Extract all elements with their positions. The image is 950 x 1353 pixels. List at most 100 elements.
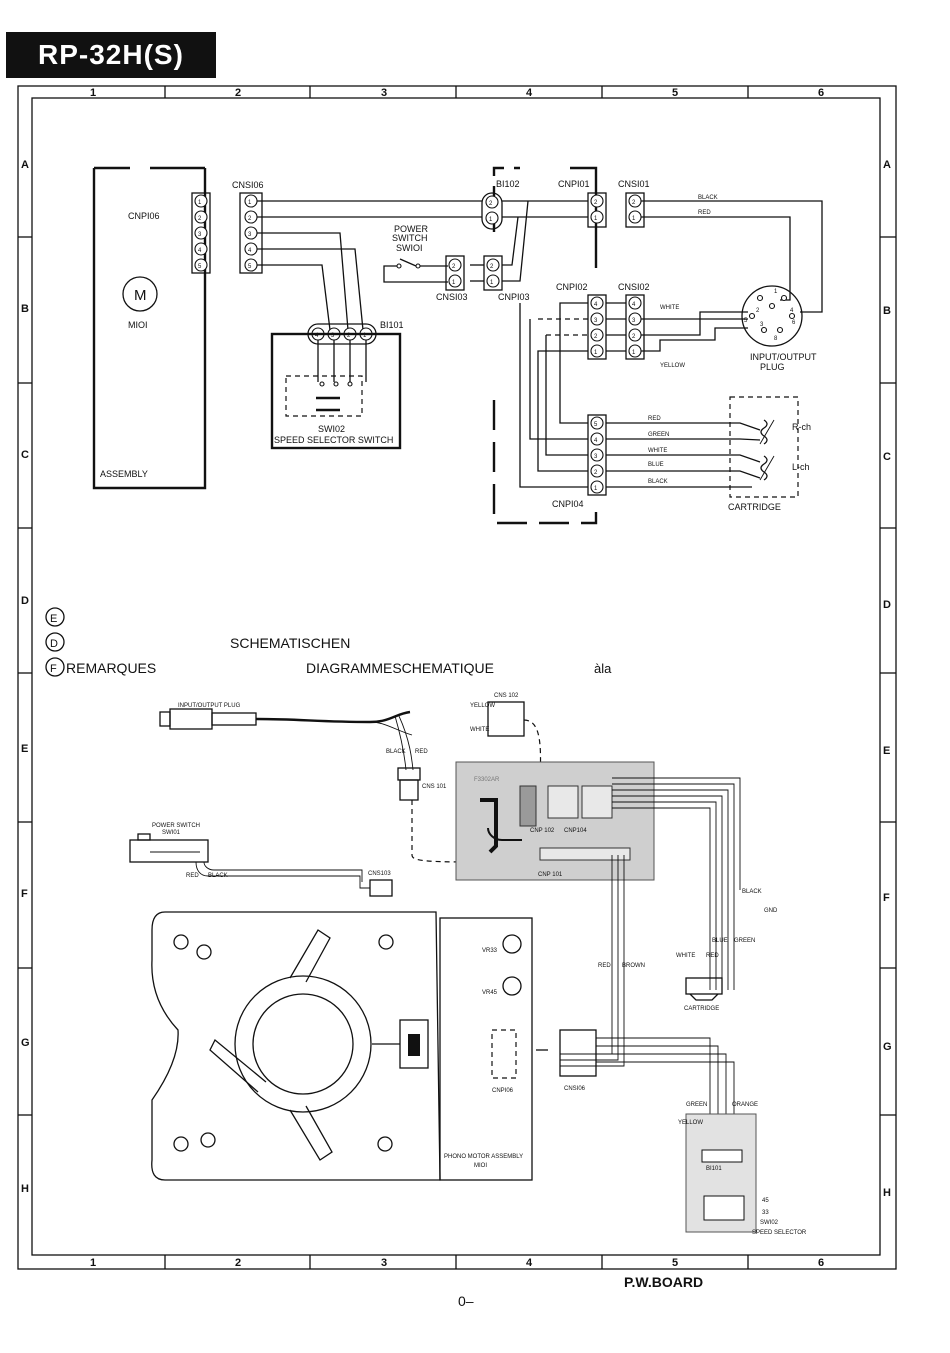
wire-white-label: WHITE (660, 305, 679, 311)
motor-letter: M (134, 287, 147, 304)
grid-col-5-top: 5 (672, 87, 678, 99)
wiring-cnp102-label: CNP 102 (530, 828, 555, 834)
plug-pins (748, 294, 796, 334)
wiring-cns101-connector-top (397, 767, 421, 781)
grid-row-b-left: B (21, 303, 29, 315)
grid-row-a-left: A (21, 159, 29, 171)
wiring-gnd-label: GND (764, 908, 778, 914)
wiring-orange-label: ORANGE (732, 1102, 758, 1108)
wiring-blue-label: BLUE (712, 938, 728, 944)
grid-col-5-bottom: 5 (672, 1257, 678, 1269)
wiring-brown-label: BROWN (622, 963, 645, 969)
cnp102-pin-2: 2 (594, 334, 598, 340)
cns101-pin-2: 2 (632, 200, 636, 206)
wiring-speed-selector-label: SPEED SELECTOR (752, 1230, 807, 1236)
wiring-cnp106-connector (491, 1029, 517, 1079)
assembly-label: ASSEMBLY (100, 469, 148, 479)
grid-col-3-bottom: 3 (381, 1257, 387, 1269)
plug-label-line2: PLUG (760, 362, 785, 372)
wiring-vr33-label: VR33 (482, 948, 498, 954)
wiring-black-label: BLACK (386, 749, 406, 755)
wiring-cns106-label: CNSI06 (564, 1086, 586, 1092)
cartridge-coils (759, 419, 775, 481)
grid-col-1-bottom: 1 (90, 1257, 96, 1269)
note-d-letter: D (50, 638, 58, 650)
footer-board-label: P.W.BOARD (624, 1274, 703, 1290)
plug-pin-6: 6 (792, 320, 796, 326)
power-switch-line2: SWITCH (392, 233, 428, 243)
grid-row-g-right: G (883, 1041, 892, 1053)
cns106-pin-3: 3 (248, 232, 252, 238)
grid-col-2-bottom: 2 (235, 1257, 241, 1269)
cns102-pin-1: 1 (632, 350, 636, 356)
cnp104-ref: CNPI04 (552, 499, 584, 509)
pcb-marking: F3302AR (474, 777, 500, 783)
cnp106-pin-3: 3 (198, 232, 202, 238)
grid-col-6-top: 6 (818, 87, 824, 99)
wiring-plug-label: INPUT/OUTPUT PLUG (178, 703, 241, 709)
wire-white-cart-label: WHITE (648, 448, 667, 454)
cnp104-pin-1: 1 (594, 486, 598, 492)
cnp106-pin-1: 1 (198, 200, 202, 206)
plug-pin-4: 4 (790, 308, 794, 314)
note-e-letter: E (50, 613, 57, 625)
cns102-pin-4: 4 (632, 302, 636, 308)
cartridge-r-ch: R-ch (792, 422, 811, 432)
b1101-pin-1: 1 (363, 333, 367, 339)
wiring-vr45-label: VR45 (482, 990, 498, 996)
wiring-white-label: WHITE (470, 727, 489, 733)
grid-row-c-right: C (883, 451, 891, 463)
cns102-housing (625, 294, 645, 360)
cns102-wiring (538, 302, 748, 352)
cnp106-pin-5: 5 (198, 264, 202, 270)
note-f-text-2: DIAGRAMMESCHEMATIQUE (306, 660, 494, 676)
speed-switch-box (270, 332, 402, 450)
wiring-yellow2-label: YELLOW (678, 1120, 703, 1126)
wiring-cns101-label: CNS 101 (422, 784, 447, 790)
b1101-pin-3: 3 (331, 333, 335, 339)
wiring-sw102-label: SWI02 (760, 1220, 779, 1226)
plug-pin-2: 2 (756, 308, 760, 314)
cns102-pin-3: 3 (632, 318, 636, 324)
wire-black-label: BLACK (698, 195, 718, 201)
cns101-ref: CNSI01 (618, 179, 650, 189)
cns101-pin-1: 1 (632, 216, 636, 222)
sheet-frame (17, 85, 897, 1270)
cns103-ref: CNSI03 (436, 292, 468, 302)
wiring-cns102-connector (487, 701, 525, 737)
cartridge-label: CARTRIDGE (728, 502, 781, 512)
grid-col-1-top: 1 (90, 87, 96, 99)
wiring-sw102-switch (703, 1195, 745, 1221)
power-switch-line1: POWER (394, 224, 429, 234)
b1101-pin-2: 2 (347, 333, 351, 339)
plug-pin-1: 1 (774, 289, 778, 295)
wiring-cnp104-label: CNP104 (564, 828, 587, 834)
note-f-letter: F (50, 663, 57, 675)
speed-switch-label: SPEED SELECTOR SWITCH (274, 435, 393, 445)
b1102-ref: BI102 (496, 179, 520, 189)
wiring-cns102-dashed-lead (523, 719, 542, 791)
grid-row-b-right: B (883, 305, 891, 317)
main-pcb-traces (480, 785, 631, 861)
cnp102-pin-3: 3 (594, 318, 598, 324)
cnp104-pin-4: 4 (594, 438, 598, 444)
cnp102-ref: CNPI02 (556, 282, 588, 292)
wiring-red3-label: RED (706, 953, 719, 959)
grid-row-e-left: E (21, 743, 28, 755)
speed-switch-ref: SWI02 (318, 424, 345, 434)
cnp103-pin-1: 1 (490, 280, 494, 286)
wiring-cnp101-label: CNP 101 (538, 872, 563, 878)
cns106-pin-4: 4 (248, 248, 252, 254)
cnp106-pins (194, 194, 208, 272)
note-f-text-3: àla (594, 661, 612, 676)
grid-col-6-bottom: 6 (818, 1257, 824, 1269)
wiring-cns103-connector (369, 879, 393, 897)
cnp104-pin-5: 5 (594, 422, 598, 428)
motor-symbol (122, 276, 158, 312)
wiring-b1101-connector (701, 1149, 743, 1163)
turntable-chassis (151, 911, 441, 1181)
motor-ref: MIOI (128, 320, 148, 330)
b1102-housing (481, 192, 503, 230)
note-d-marker (45, 632, 65, 652)
